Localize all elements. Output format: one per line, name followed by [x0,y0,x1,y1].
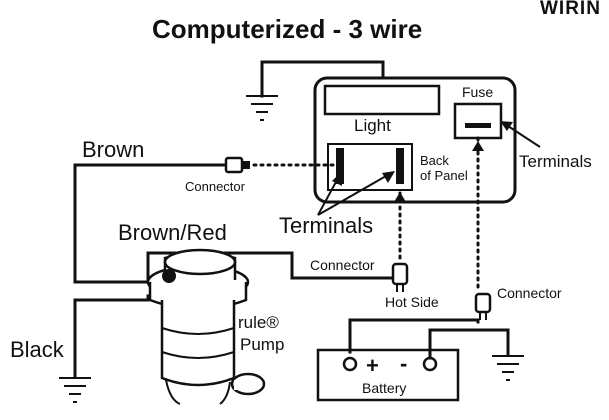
pump-brand-label: rule® [238,313,279,332]
connector-middle-label: Connector [310,257,375,273]
header-partial: WIRIN [540,0,601,19]
terminal-right [396,148,404,184]
ground-symbol-left [59,377,91,403]
brown-red-label: Brown/Red [118,220,227,245]
ground-symbol-top [246,60,385,121]
diagram-title: Computerized - 3 wire [152,14,422,44]
terminals-left-arrows [317,171,395,216]
connector-right-icon [474,292,492,320]
terminal-left [336,148,344,184]
pump-label: Pump [240,335,284,354]
battery-label: Battery [362,380,406,396]
ground-symbol-right [492,355,524,381]
battery-plus: + [366,353,379,378]
back-of-panel-line2: of Panel [420,168,468,183]
light-indicator [323,84,441,116]
fuse-icon [453,102,503,140]
battery-minus: - [400,351,407,376]
fuse-label: Fuse [462,84,493,100]
back-of-panel-line1: Back [420,153,449,168]
connector-left-label: Connector [185,179,246,194]
black-label: Black [10,337,65,362]
connector-left-icon [224,156,250,174]
connector-right-label: Connector [497,285,562,301]
light-label: Light [354,116,391,135]
pump-icon [146,248,266,405]
connector-middle-icon [391,262,409,292]
terminals-left-label: Terminals [279,213,373,238]
hot-side-label: Hot Side [385,294,439,310]
brown-label: Brown [82,137,144,162]
control-panel: Light Fuse Back of Panel [313,76,517,204]
terminals-right-label: Terminals [519,152,592,171]
terminals-right-arrow [500,121,541,148]
